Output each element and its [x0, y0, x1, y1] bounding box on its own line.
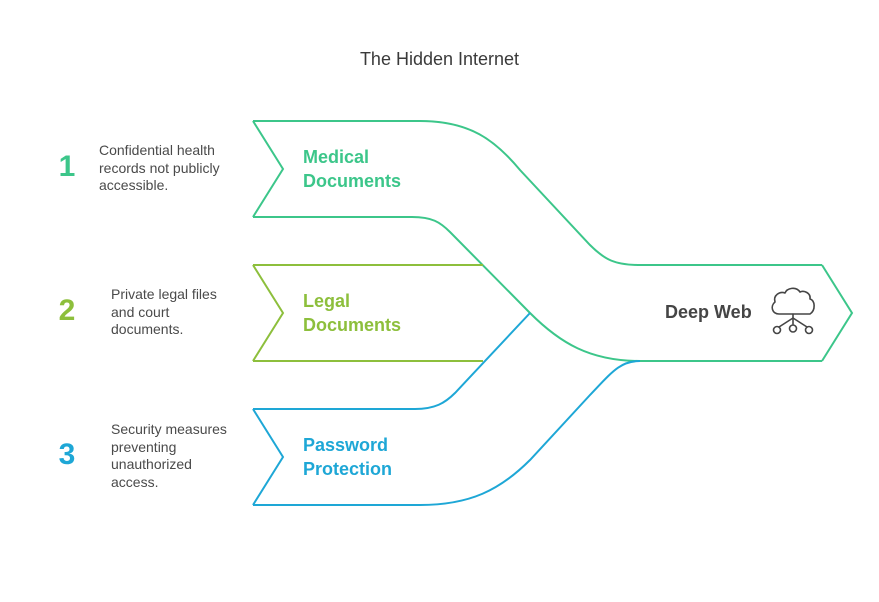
item-description-3: Security measures preventing unauthorize…	[111, 421, 227, 491]
password-protection-shape	[252, 312, 641, 506]
legal-notch	[252, 264, 285, 362]
item-description-1: Confidential health records not publicly…	[99, 142, 220, 195]
item-label-3: Password Protection	[303, 433, 392, 481]
password-top-edge	[253, 312, 531, 410]
item-number-2: 2	[58, 294, 76, 327]
label-line: Documents	[303, 315, 402, 335]
description-line: Private legal files	[111, 286, 217, 302]
description-line: preventing	[111, 438, 177, 455]
description-line: accessible.	[99, 177, 169, 193]
medical-bottom-edge	[253, 216, 822, 362]
label-line: Legal	[303, 291, 351, 311]
medical-notch	[252, 120, 285, 218]
item-description-2: Private legal files and court documents.	[111, 286, 217, 339]
medical-top-edge	[253, 120, 822, 266]
password-notch	[252, 408, 285, 506]
label-line: Documents	[303, 171, 402, 191]
label-line: Medical	[303, 147, 370, 167]
diagram-title: The Hidden Internet	[359, 49, 520, 69]
item-label-1: Medical Documents	[303, 145, 401, 193]
cloud-network-icon	[771, 287, 815, 335]
description-line: Security measures	[111, 421, 227, 437]
label-line: Password	[303, 435, 389, 455]
label-line: Protection	[303, 459, 393, 479]
deep-web-arrow-tip	[821, 264, 854, 362]
item-label-2: Legal Documents	[303, 289, 401, 337]
description-line: access.	[111, 473, 159, 490]
description-line: and court	[111, 303, 170, 320]
description-line: Confidential health	[99, 142, 215, 158]
item-number-1: 1	[58, 150, 76, 183]
deep-web-label: Deep Web	[665, 302, 752, 322]
item-number-3: 3	[58, 438, 76, 471]
password-bottom-edge	[253, 360, 641, 506]
description-line: unauthorized	[111, 456, 192, 472]
description-line: documents.	[111, 321, 184, 337]
legal-documents-shape	[252, 264, 483, 362]
description-line: records not publicly	[99, 159, 220, 176]
medical-documents-shape	[252, 120, 822, 362]
